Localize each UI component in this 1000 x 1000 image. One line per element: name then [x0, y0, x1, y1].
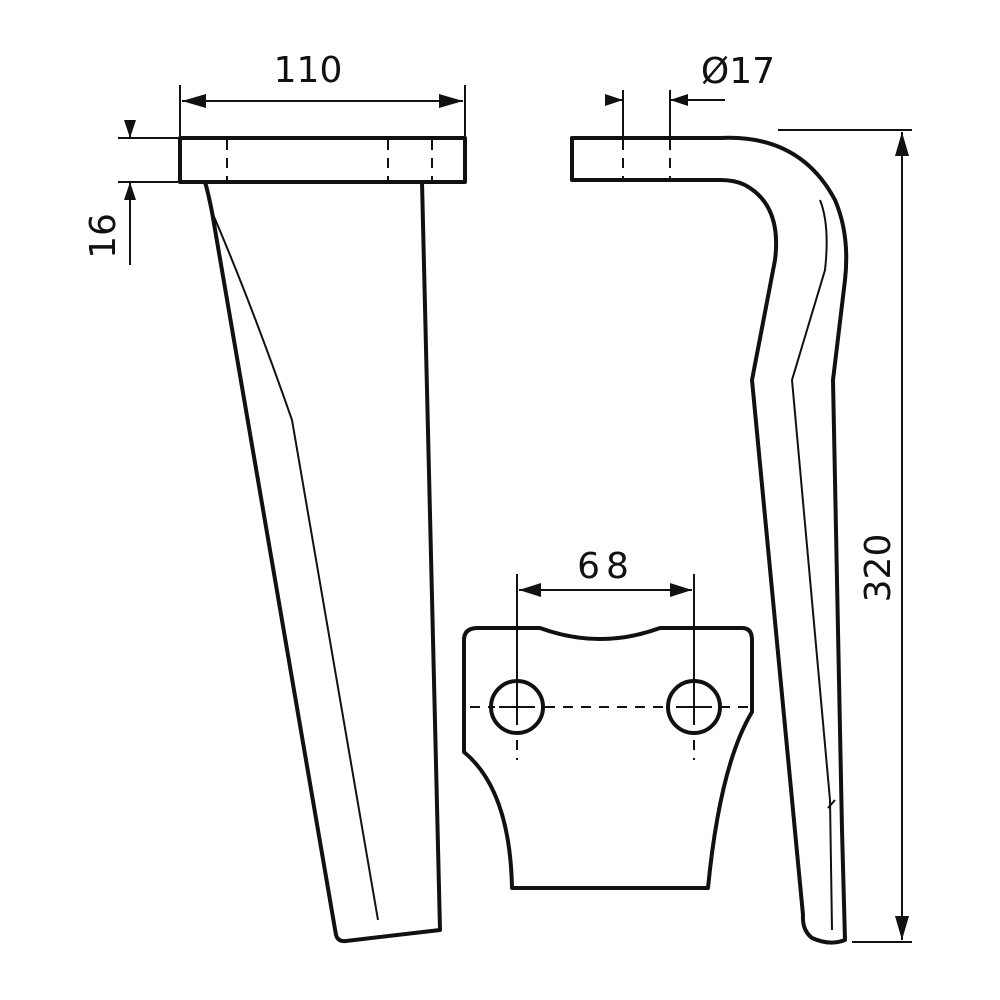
dimension-hole-spacing: 68 [516, 546, 695, 690]
dimension-label-320: 320 [858, 534, 899, 603]
dimension-label-16: 16 [83, 213, 124, 259]
front-flange [178, 136, 467, 184]
dimension-flange-thickness: 16 [83, 120, 178, 265]
side-flange [570, 136, 722, 182]
dimension-hole-diameter: Ø17 [605, 51, 775, 136]
dimension-label-diameter: Ø17 [701, 51, 775, 92]
dimension-label-68: 68 [577, 546, 635, 587]
front-view [178, 136, 467, 944]
dimension-total-height: 320 [778, 129, 912, 943]
dimension-flange-width: 110 [179, 50, 466, 136]
plate-view [462, 626, 754, 890]
plate-outline [462, 626, 754, 890]
side-view [570, 135, 849, 945]
front-blade [203, 180, 442, 944]
side-blade [718, 135, 849, 945]
dimension-label-110: 110 [274, 50, 343, 91]
